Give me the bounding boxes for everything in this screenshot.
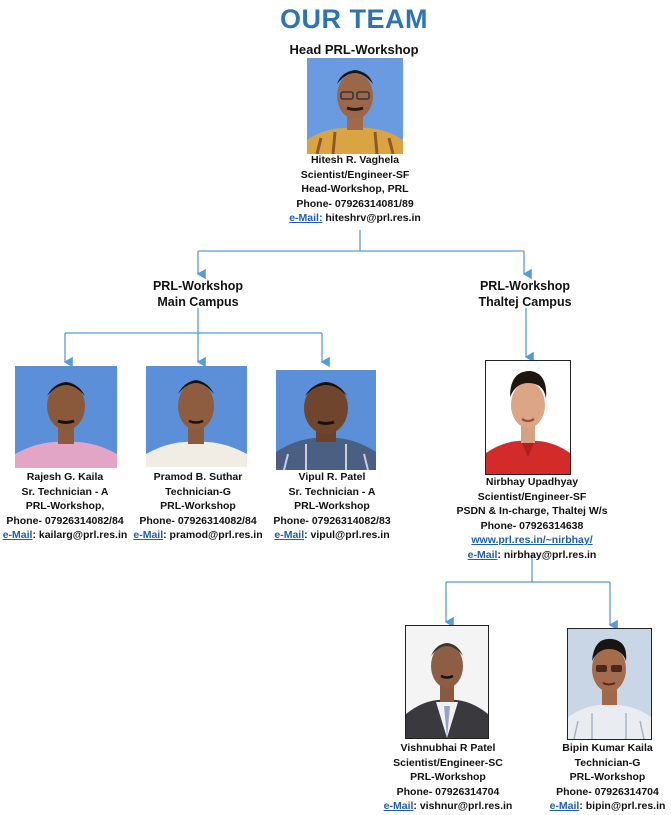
staff-email-label[interactable]: e-Mail (383, 800, 414, 813)
staff-phone: Phone- 07926314704 (396, 785, 500, 798)
head-name: Hitesh R. Vaghela (310, 154, 400, 166)
thaltej-head-website-link[interactable]: www.prl.res.in/~nirbhay/ (471, 534, 593, 547)
staff-email-label[interactable]: e-Mail (133, 529, 164, 542)
staff-designation: Technician-G (165, 485, 231, 498)
thaltej-head-role: PSDN & In-charge, Thaltej W/s (456, 505, 608, 518)
staff-unit: PRL-Workshop (294, 500, 370, 513)
head-email: hiteshrv@prl.res.in (322, 212, 421, 225)
head-photo (307, 58, 403, 154)
branch-thaltej-campus: PRL-Workshop Thaltej Campus (460, 278, 590, 310)
thaltej-head-card: Nirbhay Upadhyay Scientist/Engineer-SF P… (432, 475, 632, 563)
branch-thaltej-line2: Thaltej Campus (478, 295, 572, 309)
head-phone: Phone- 07926314081/89 (296, 197, 414, 210)
staff-email: : kailarg@prl.res.in (32, 529, 128, 542)
thaltej-head-designation: Scientist/Engineer-SF (477, 490, 587, 503)
head-designation: Scientist/Engineer-SF (300, 168, 410, 181)
staff-email-label[interactable]: e-Mail (549, 800, 580, 813)
staff-unit: PRL-Workshop (160, 500, 236, 513)
staff-designation: Technician-G (574, 756, 641, 769)
staff-email: : pramod@prl.res.in (163, 529, 263, 542)
staff-email: : vipul@prl.res.in (304, 529, 390, 542)
staff-email: : bipin@prl.res.in (579, 800, 666, 813)
staff-card-vishnubhai: Vishnubhai R Patel Scientist/Engineer-SC… (378, 741, 518, 814)
staff-designation: Scientist/Engineer-SC (393, 756, 503, 769)
staff-name: Bipin Kumar Kaila (562, 742, 653, 754)
staff-email: : vishnur@prl.res.in (413, 800, 513, 813)
staff-card-pramod: Pramod B. Suthar Technician-G PRL-Worksh… (133, 470, 263, 543)
branch-main-campus: PRL-Workshop Main Campus (138, 278, 258, 310)
staff-designation: Sr. Technician - A (21, 485, 109, 498)
thaltej-head-email-label[interactable]: e-Mail (467, 548, 498, 561)
branch-main-line1: PRL-Workshop (152, 279, 244, 293)
staff-name: Vishnubhai R Patel (400, 742, 496, 754)
staff-phone: Phone- 07926314082/83 (273, 514, 391, 527)
vipul-photo (276, 370, 376, 470)
staff-name: Vipul R. Patel (298, 471, 366, 483)
head-role: Head-Workshop, PRL (301, 183, 409, 196)
branch-main-line2: Main Campus (157, 295, 239, 309)
pramod-photo (146, 366, 247, 467)
bipin-photo (567, 628, 652, 740)
rajesh-photo (15, 366, 117, 468)
staff-name: Pramod B. Suthar (153, 471, 243, 483)
staff-card-bipin: Bipin Kumar Kaila Technician-G PRL-Works… (544, 741, 671, 814)
head-email-label[interactable]: e-Mail: (289, 212, 323, 225)
thaltej-head-email: : nirbhay@prl.res.in (497, 548, 597, 561)
branch-thaltej-line1: PRL-Workshop (479, 279, 571, 293)
staff-name: Rajesh G. Kaila (26, 471, 104, 483)
staff-card-vipul: Vipul R. Patel Sr. Technician - A PRL-Wo… (267, 470, 397, 543)
staff-unit: PRL-Workshop (569, 771, 646, 784)
nirbhay-photo (485, 360, 571, 475)
staff-phone: Phone- 07926314082/84 (6, 514, 124, 527)
head-card: Hitesh R. Vaghela Scientist/Engineer-SF … (255, 153, 455, 226)
thaltej-head-phone: Phone- 07926314638 (480, 519, 584, 532)
vishnubhai-photo (405, 625, 489, 739)
staff-unit: PRL-Workshop (410, 771, 486, 784)
staff-phone: Phone- 07926314704 (556, 785, 659, 798)
staff-unit: PRL-Workshop, (25, 500, 105, 513)
staff-designation: Sr. Technician - A (288, 485, 376, 498)
staff-phone: Phone- 07926314082/84 (139, 514, 257, 527)
staff-email-label[interactable]: e-Mail (274, 529, 305, 542)
page-title: OUR TEAM (280, 4, 428, 34)
head-section-label: Head PRL-Workshop (289, 42, 419, 57)
thaltej-head-name: Nirbhay Upadhyay (485, 476, 579, 488)
staff-card-rajesh: Rajesh G. Kaila Sr. Technician - A PRL-W… (0, 470, 130, 543)
staff-email-label[interactable]: e-Mail (2, 529, 33, 542)
